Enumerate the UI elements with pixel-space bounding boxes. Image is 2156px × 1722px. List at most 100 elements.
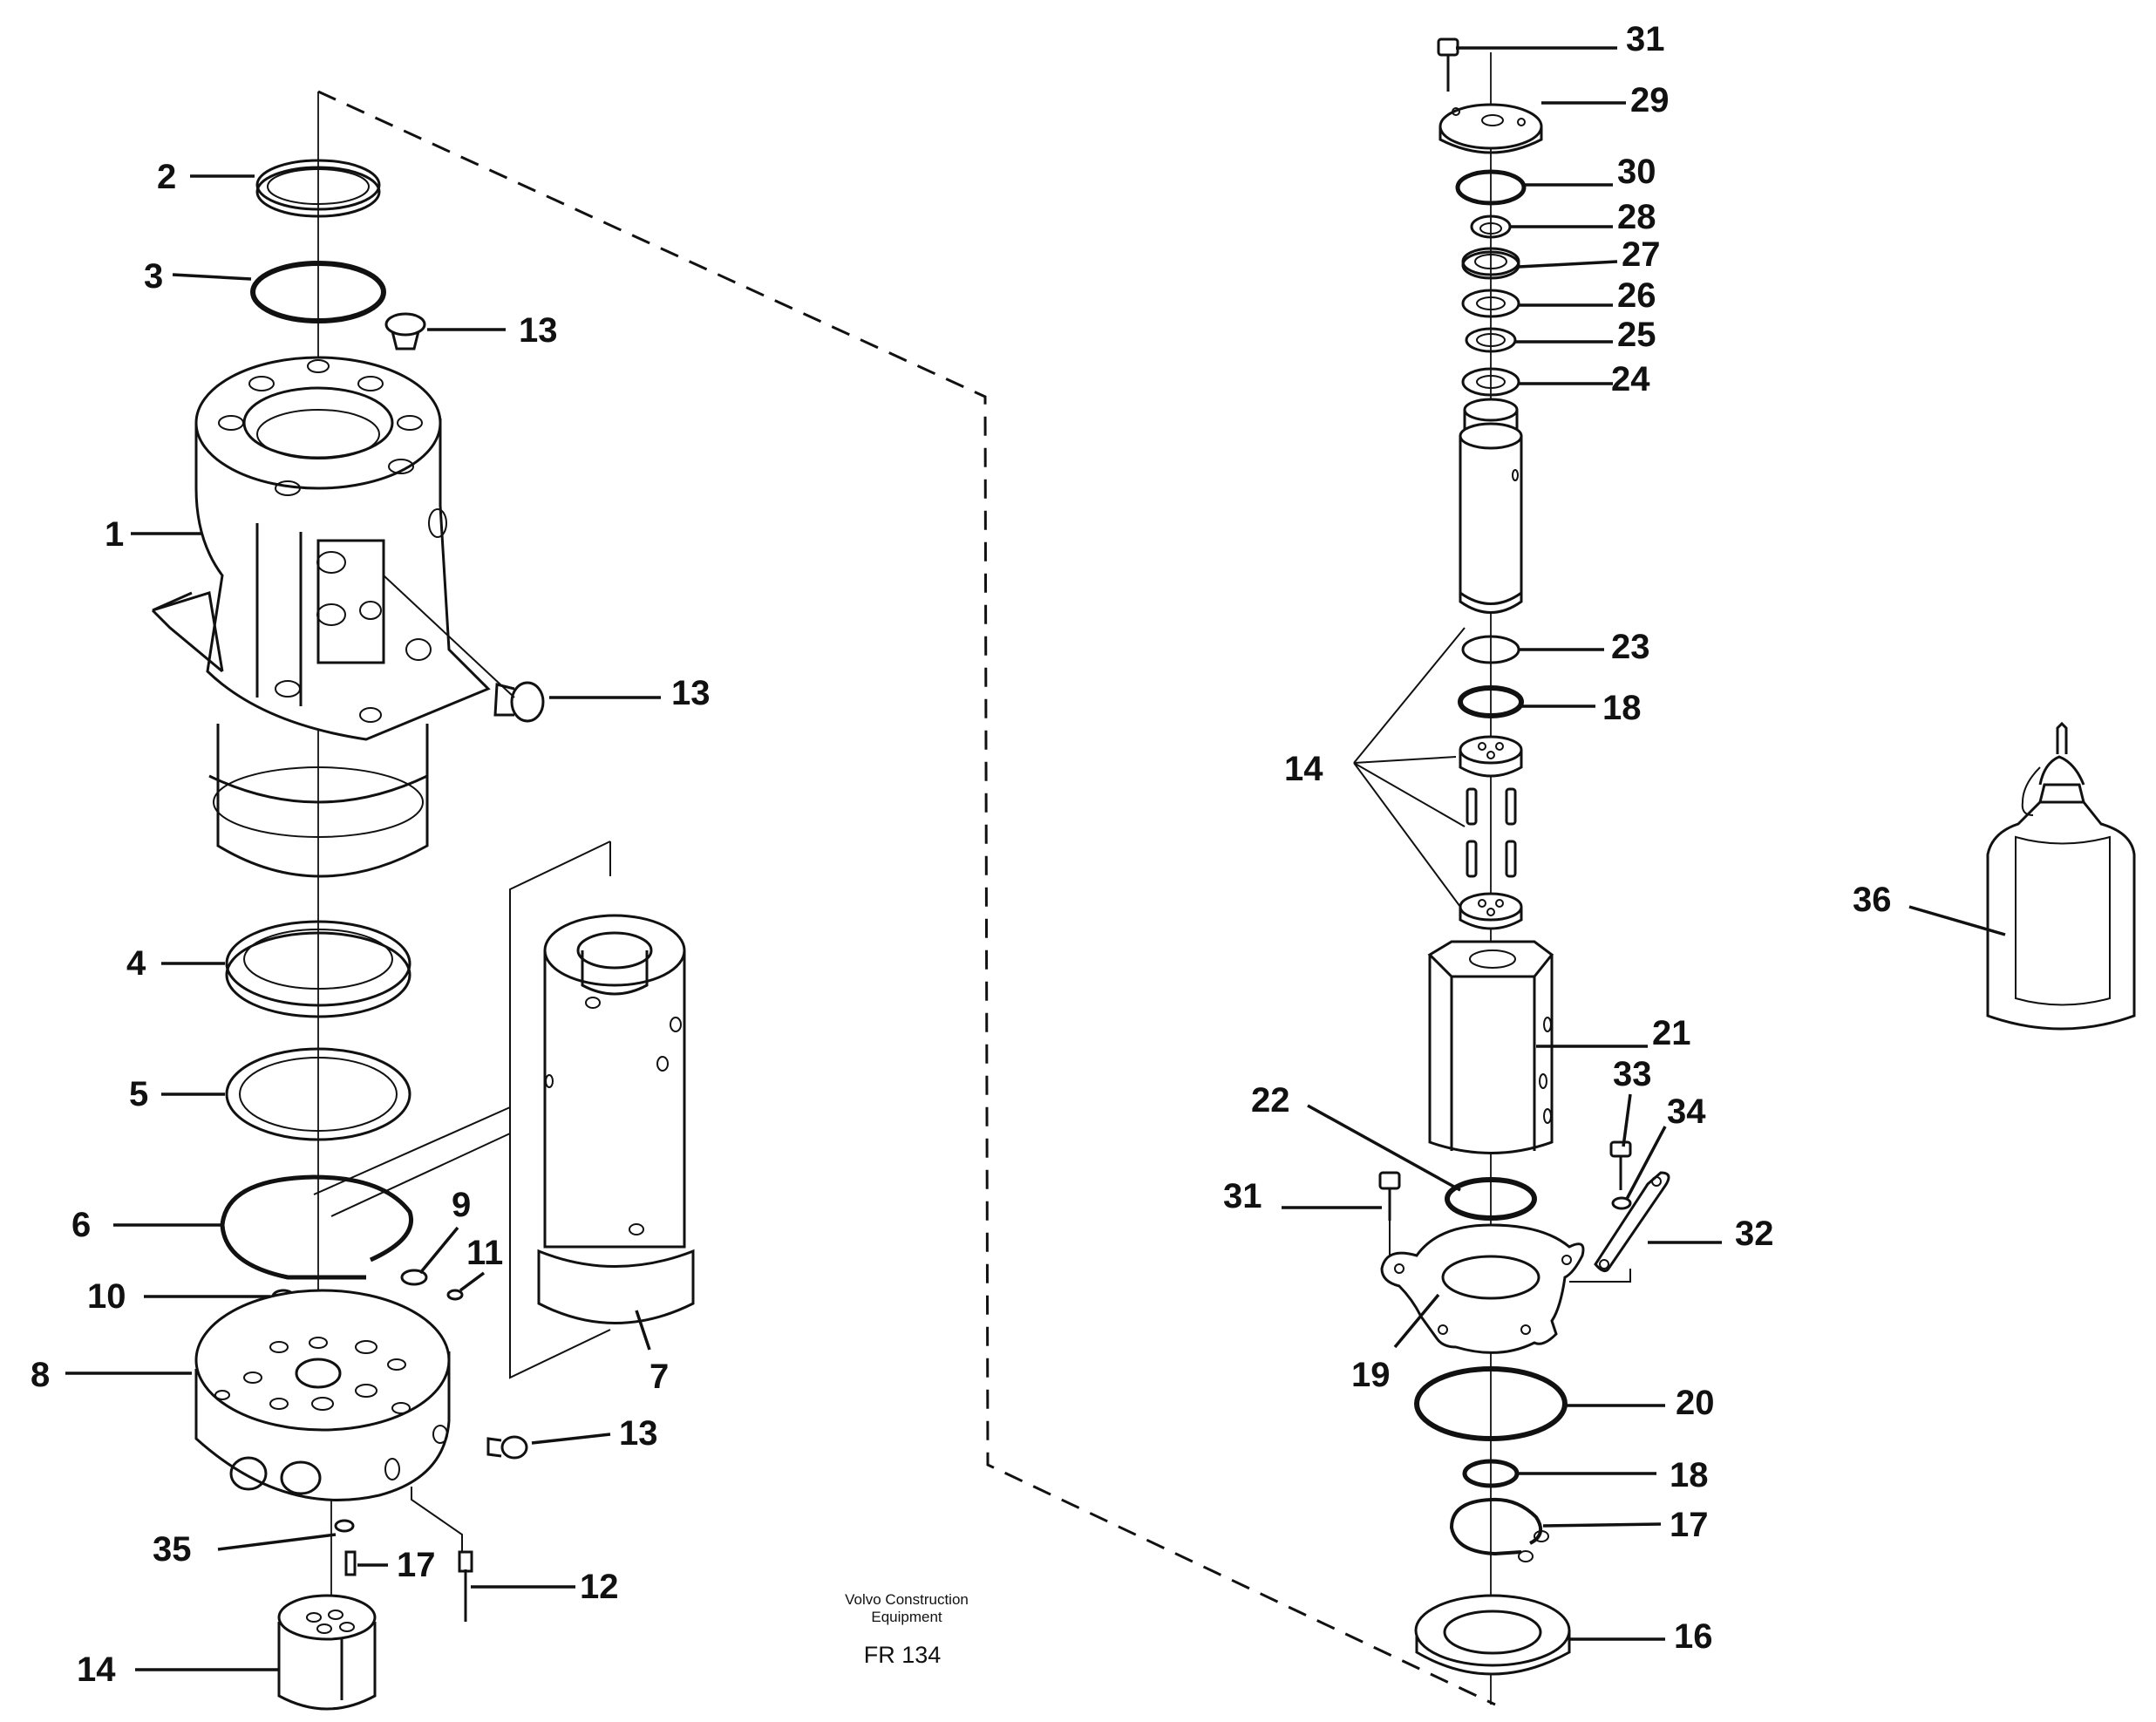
part-31-screw-lower	[1378, 1171, 1401, 1256]
part-14-valve-left	[277, 1594, 377, 1711]
part-26-washer	[1461, 289, 1520, 318]
callout-21: 21	[1652, 1014, 1691, 1052]
callout-13a: 13	[519, 311, 558, 350]
part-12-bolt	[458, 1550, 473, 1622]
part-13-plug-top	[384, 312, 426, 351]
figure-code: FR 134	[864, 1642, 942, 1668]
callout-18a: 18	[1602, 689, 1642, 727]
callout-17b: 17	[1670, 1506, 1709, 1544]
part-5-ring	[225, 1047, 411, 1141]
callout-28: 28	[1617, 198, 1656, 236]
leader-17b	[1542, 1522, 1662, 1528]
callout-22: 22	[1251, 1081, 1290, 1120]
part-22-o-ring	[1445, 1177, 1537, 1221]
callout-30: 30	[1617, 153, 1656, 191]
part-1-housing	[151, 356, 491, 878]
part-14-check-valve-kit	[1459, 735, 1523, 930]
callout-1: 1	[105, 515, 124, 554]
part-13-plug-block	[486, 1435, 528, 1460]
part-3-o-ring	[250, 261, 386, 323]
callout-13b: 13	[671, 674, 711, 712]
part-4-seal	[225, 920, 411, 1018]
part-6-snap-ring	[220, 1174, 413, 1280]
callout-25: 25	[1617, 316, 1656, 354]
leader-7	[635, 1310, 651, 1351]
callout-2: 2	[157, 158, 176, 196]
callout-13c: 13	[619, 1414, 658, 1453]
callout-10: 10	[87, 1277, 126, 1316]
part-2-ring	[255, 159, 381, 218]
part-spool	[1459, 398, 1523, 614]
part-27-bearing	[1461, 247, 1520, 280]
part-32-lock-plate	[1594, 1171, 1670, 1273]
callout-29: 29	[1630, 81, 1670, 119]
callout-5: 5	[129, 1075, 148, 1113]
part-30-o-ring	[1455, 169, 1527, 206]
callout-8: 8	[31, 1356, 50, 1394]
callout-23: 23	[1611, 628, 1650, 666]
callout-4: 4	[126, 944, 146, 983]
callout-14b: 14	[1284, 750, 1323, 788]
assembly-boundary	[317, 90, 1496, 1706]
callout-34: 34	[1667, 1092, 1706, 1131]
part-17-clip	[344, 1550, 357, 1576]
part-16-seal	[1414, 1594, 1571, 1676]
callout-24: 24	[1611, 360, 1650, 398]
callout-31b: 31	[1223, 1177, 1262, 1215]
brand-caption-line1: Volvo Construction	[845, 1591, 969, 1608]
callout-17a: 17	[397, 1546, 436, 1584]
part-18-o-ring-upper	[1458, 685, 1524, 718]
leader-35	[217, 1533, 337, 1551]
callout-12: 12	[580, 1568, 619, 1606]
callout-35: 35	[153, 1530, 192, 1569]
callout-26: 26	[1617, 276, 1656, 315]
callout-33: 33	[1613, 1055, 1652, 1093]
callout-9: 9	[452, 1186, 471, 1224]
part-8-block	[194, 1289, 451, 1501]
part-12-bolt-lines	[411, 1487, 463, 1552]
leader-36	[1908, 905, 2006, 936]
part-17-snap-ring	[1449, 1497, 1543, 1556]
brand-caption-line2: Equipment	[871, 1609, 942, 1625]
callout-6: 6	[71, 1206, 91, 1244]
callout-31a: 31	[1626, 20, 1665, 58]
part-25-washer	[1465, 327, 1517, 353]
part-35-pin	[334, 1519, 355, 1533]
kit-14-pointer	[1353, 627, 1466, 908]
callout-18b: 18	[1670, 1456, 1709, 1494]
leader-19	[1393, 1293, 1440, 1349]
leader-13c	[531, 1433, 611, 1445]
callout-32: 32	[1735, 1215, 1774, 1253]
callout-19: 19	[1351, 1356, 1391, 1394]
leader-27	[1518, 260, 1618, 269]
leader-33	[1622, 1093, 1632, 1147]
part-7-cylinder	[537, 914, 695, 1324]
part-24-washer	[1461, 367, 1520, 397]
leader-3	[172, 273, 252, 281]
part-20-o-ring	[1414, 1366, 1568, 1441]
callout-3: 3	[144, 257, 163, 296]
part-11-washer	[446, 1289, 464, 1301]
callout-11: 11	[466, 1234, 503, 1272]
callout-14a: 14	[77, 1651, 116, 1689]
part-29-cover	[1438, 103, 1543, 154]
callout-7: 7	[650, 1358, 669, 1396]
leader-22	[1307, 1104, 1461, 1192]
part-9-washer	[400, 1269, 428, 1286]
part-33-screw	[1609, 1140, 1632, 1190]
callout-16: 16	[1674, 1617, 1713, 1656]
part-36-adhesive-bottle	[1986, 721, 2136, 1031]
part-31-screw-top	[1437, 37, 1459, 92]
callout-36: 36	[1853, 881, 1892, 919]
callout-27: 27	[1622, 235, 1661, 274]
callout-20: 20	[1676, 1384, 1715, 1422]
leader-9	[418, 1226, 459, 1275]
part-19-flange	[1380, 1223, 1631, 1354]
leader-11	[459, 1271, 486, 1292]
part-7-bracket-lines	[313, 841, 611, 1379]
part-13-plug-side	[493, 681, 545, 723]
part-34-washer	[1611, 1196, 1632, 1210]
part-21-body	[1427, 940, 1554, 1154]
leader-34	[1625, 1126, 1667, 1200]
